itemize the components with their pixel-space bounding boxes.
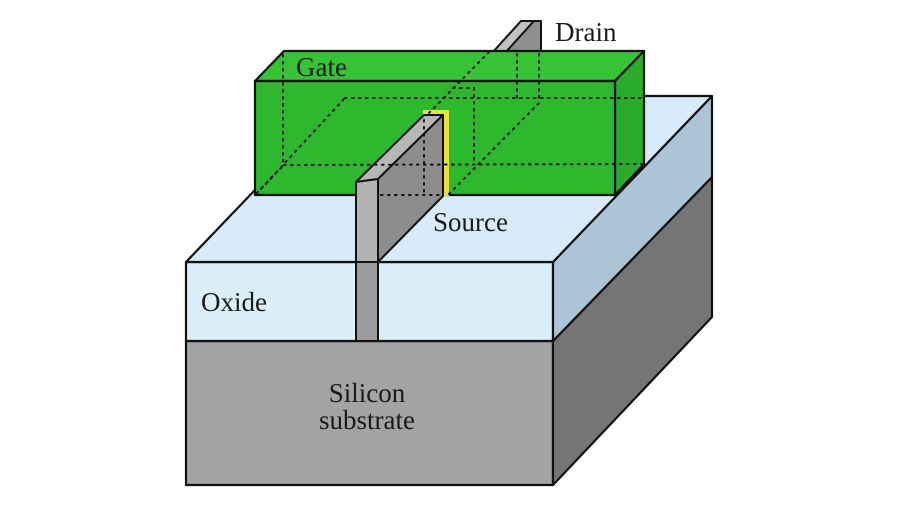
hidden-fin-top-edge-in-gate	[428, 51, 490, 114]
substrate-label-line2: substrate	[319, 405, 415, 435]
hidden-fin-base-line	[448, 101, 541, 195]
fin-front-strip	[355, 261, 379, 340]
substrate-label-line1: Silicon	[329, 378, 406, 408]
gate-dielectric-right-strip	[443, 113, 449, 196]
drain-label: Drain	[555, 17, 617, 47]
hidden-gate-bottom-left-edge	[255, 165, 284, 195]
fin-front-end-cap	[355, 178, 379, 263]
source-label: Source	[433, 207, 508, 237]
oxide-label: Oxide	[201, 287, 267, 317]
gate-label: Gate	[296, 52, 347, 82]
